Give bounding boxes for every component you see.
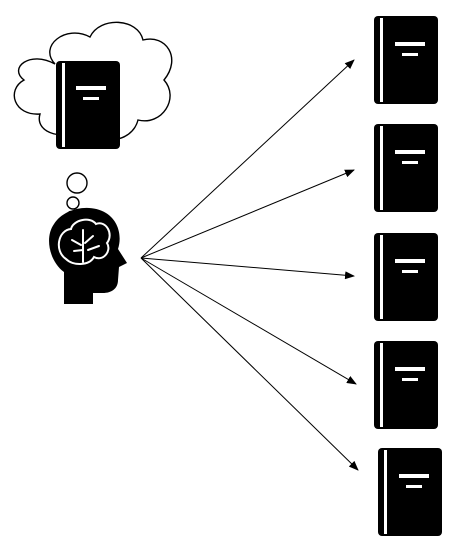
book-icon	[374, 124, 438, 212]
arrow-to-book-2	[140, 169, 355, 259]
imagined-book-icon	[56, 61, 120, 149]
arrow-to-book-4	[140, 257, 357, 385]
head-with-brain-icon	[49, 207, 127, 304]
arrow-to-book-5	[140, 257, 359, 471]
book-icon	[378, 448, 442, 536]
arrow-group	[140, 59, 359, 471]
book-icon	[374, 16, 438, 104]
book-icon	[374, 341, 438, 429]
thought-bubble-large	[66, 172, 88, 194]
book-column	[374, 16, 442, 536]
arrow-to-book-3	[140, 257, 355, 280]
arrow-to-book-1	[140, 59, 355, 259]
thought-bubble-medium	[66, 196, 80, 210]
book-icon	[374, 233, 438, 321]
